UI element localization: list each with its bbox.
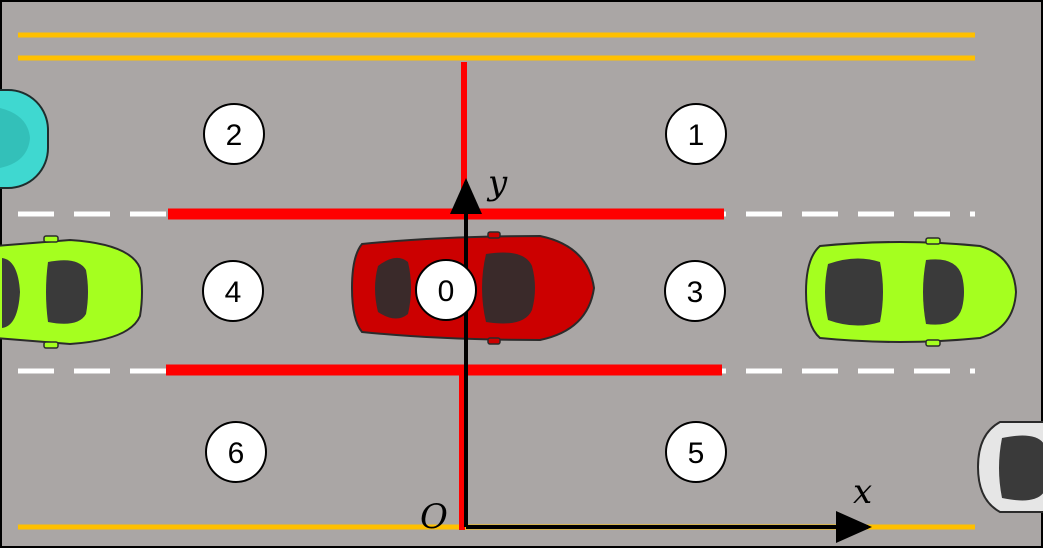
green-car-right xyxy=(804,237,1018,347)
zone-marker-4: 4 xyxy=(202,260,264,322)
zone-marker-1: 1 xyxy=(665,103,727,165)
x-axis-label: x xyxy=(853,472,872,512)
y-axis-label: y xyxy=(486,163,508,203)
zone-marker-6: 6 xyxy=(205,421,267,483)
zone-label-4: 4 xyxy=(225,276,242,309)
green-car-left xyxy=(0,235,143,349)
origin-label: O xyxy=(420,497,448,537)
zone-label-1: 1 xyxy=(688,119,705,152)
zone-marker-3: 3 xyxy=(664,260,726,322)
zone-label-2: 2 xyxy=(226,119,243,152)
cyan-car xyxy=(0,89,49,189)
zone-marker-0: 0 xyxy=(415,259,477,321)
white-car xyxy=(976,421,1043,513)
zone-label-6: 6 xyxy=(228,437,245,470)
zone-marker-5: 5 xyxy=(665,421,727,483)
zone-label-0: 0 xyxy=(438,275,455,308)
zone-label-5: 5 xyxy=(688,437,705,470)
zone-label-3: 3 xyxy=(687,276,704,309)
zone-marker-2: 2 xyxy=(203,103,265,165)
